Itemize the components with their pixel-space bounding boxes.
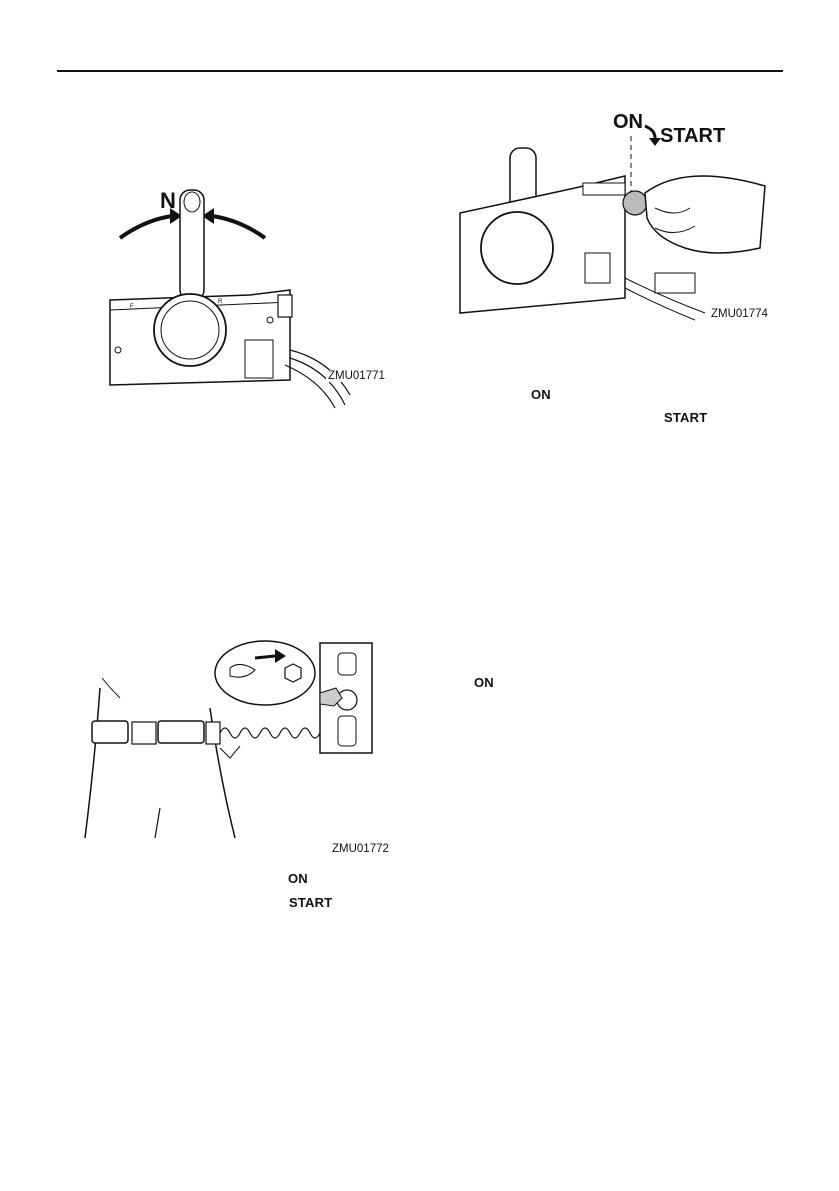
figure-key-start: ON START ZMU01774: [455, 108, 780, 328]
keyword-on-left: ON: [288, 871, 308, 886]
figure-code-zmu01771: ZMU01771: [326, 370, 387, 382]
header-rule: [57, 70, 783, 72]
figure-engine-stop-lanyard: ZMU01772: [80, 638, 395, 860]
figure-shift-lever-neutral: N F R ZMU01771: [100, 180, 400, 410]
label-r: R: [218, 299, 223, 305]
label-on: ON: [613, 111, 643, 133]
left-arrow: [120, 216, 172, 238]
keyword-on-right-2: ON: [474, 675, 494, 690]
keyword-start-right: START: [664, 410, 707, 425]
figure-code-zmu01774: ZMU01774: [709, 308, 770, 320]
label-n: N: [160, 188, 176, 213]
keyword-on-right: ON: [531, 387, 551, 402]
keyword-start-left: START: [289, 895, 332, 910]
right-arrow: [212, 216, 265, 238]
lanyard-illustration: [80, 638, 395, 860]
hand: [645, 176, 765, 253]
lanyard-coil: [220, 728, 330, 738]
label-start: START: [660, 125, 725, 147]
figure-code-zmu01772: ZMU01772: [330, 843, 391, 855]
key-switch-illustration: ON START: [455, 108, 780, 328]
label-f: F: [130, 304, 134, 310]
ignition-key: [623, 191, 647, 215]
